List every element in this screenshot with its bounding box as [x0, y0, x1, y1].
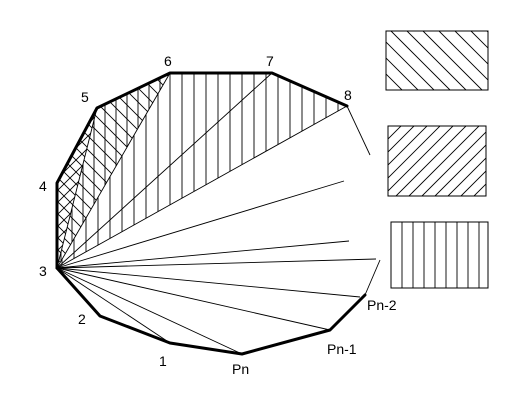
hatch-line — [137, 73, 170, 268]
legend-hatch-line — [422, 31, 483, 90]
hatch-region-3-5-6 — [0, 60, 170, 280]
vertex-label-pn: Pn — [232, 361, 249, 377]
open-edge-8 — [346, 105, 371, 156]
legend-hatch-line — [386, 89, 387, 90]
legend-hatch-line — [386, 73, 403, 90]
legend-swatch-vertical — [390, 221, 489, 289]
legend-hatch-line — [388, 126, 454, 192]
diagonal-3-1 — [56, 267, 171, 344]
hatch-line — [57, 73, 121, 268]
polygon-outline-upper — [55, 71, 349, 270]
hatch-line — [57, 108, 97, 268]
vertex-label-2: 2 — [78, 311, 86, 327]
legend-hatch-line — [421, 131, 486, 196]
hatch-line — [57, 73, 170, 268]
legend-hatch-line — [390, 31, 451, 90]
polygon-outline-lower — [55, 266, 367, 356]
legend-hatch-line — [438, 31, 488, 81]
open-edge-pn2 — [364, 259, 381, 296]
hatch-line — [57, 73, 170, 268]
hatch-line — [57, 73, 170, 268]
diagonal-3-7 — [56, 72, 273, 269]
diagonal-fan-line — [56, 240, 350, 269]
legend-hatch-line — [460, 170, 486, 196]
hatch-line — [57, 73, 65, 268]
legend-hatch-line — [386, 57, 419, 90]
legend-hatch-line — [386, 41, 435, 90]
diagonal-fan-line — [56, 267, 361, 298]
vertex-label-3: 3 — [39, 263, 47, 279]
legend-hatch-line — [454, 31, 488, 65]
hatch-line — [57, 73, 170, 268]
legend-hatch-line — [434, 144, 486, 196]
vertex-label-4: 4 — [39, 178, 47, 194]
diagonal-3-5 — [56, 107, 98, 269]
legend-hatch-line — [447, 157, 486, 196]
hatch-line — [57, 108, 65, 268]
hatch-line — [151, 73, 170, 268]
legend-hatch-line — [395, 126, 467, 196]
legend-hatch-line — [486, 31, 488, 33]
diagonal-fan-line — [56, 258, 377, 269]
hatch-line — [67, 73, 170, 268]
legend-hatch-line — [470, 31, 488, 49]
hatch-line — [0, 100, 40, 280]
hatch-line — [165, 73, 170, 268]
hatch-line — [87, 108, 97, 268]
legend-swatch-diagonal-down — [385, 30, 489, 91]
legend-swatch-diagonal-up — [387, 125, 487, 197]
legend-hatch-line — [388, 126, 441, 179]
diagonal-3-pn — [56, 267, 243, 355]
hatch-line — [57, 73, 107, 268]
diagonal-fan — [56, 72, 377, 355]
hatch-line — [57, 108, 65, 268]
vertex-label-pn-2: Pn-2 — [367, 297, 397, 313]
legend-hatch-line — [406, 31, 467, 90]
hatch-line — [57, 108, 97, 268]
vertex-label-pn-1: Pn-1 — [327, 341, 357, 357]
hatch-line — [81, 73, 170, 268]
vertex-label-6: 6 — [164, 53, 172, 69]
vertex-label-7: 7 — [266, 53, 274, 69]
legend-hatch-line — [388, 126, 428, 166]
hatch-line — [57, 108, 97, 268]
hatch-line — [57, 108, 97, 268]
diagonal-fan-line — [56, 180, 345, 269]
diagonal-3-pn1 — [56, 267, 331, 331]
hatch-line — [0, 60, 50, 280]
hatch-line — [109, 73, 170, 268]
legend-hatch-line — [388, 126, 415, 153]
hatch-line — [75, 108, 97, 268]
hatch-line — [75, 108, 97, 268]
hatch-line — [57, 108, 97, 268]
vertex-label-1: 1 — [159, 353, 167, 369]
hatch-line — [57, 108, 97, 268]
vertex-label-8: 8 — [344, 87, 352, 103]
hatch-line — [0, 100, 40, 280]
legend-hatch-line — [388, 126, 402, 140]
hatch-line — [123, 73, 170, 268]
diagonal-3-6 — [56, 72, 171, 269]
vertex-label-5: 5 — [81, 89, 89, 105]
hatch-line — [87, 108, 97, 268]
hatch-line — [57, 108, 97, 268]
legend-hatch-line — [408, 126, 480, 196]
hatch-line — [95, 73, 170, 268]
hatch-line — [57, 108, 97, 268]
hatch-line — [57, 108, 97, 268]
hatch-line — [57, 108, 97, 268]
diagonal-3-8 — [56, 105, 348, 269]
